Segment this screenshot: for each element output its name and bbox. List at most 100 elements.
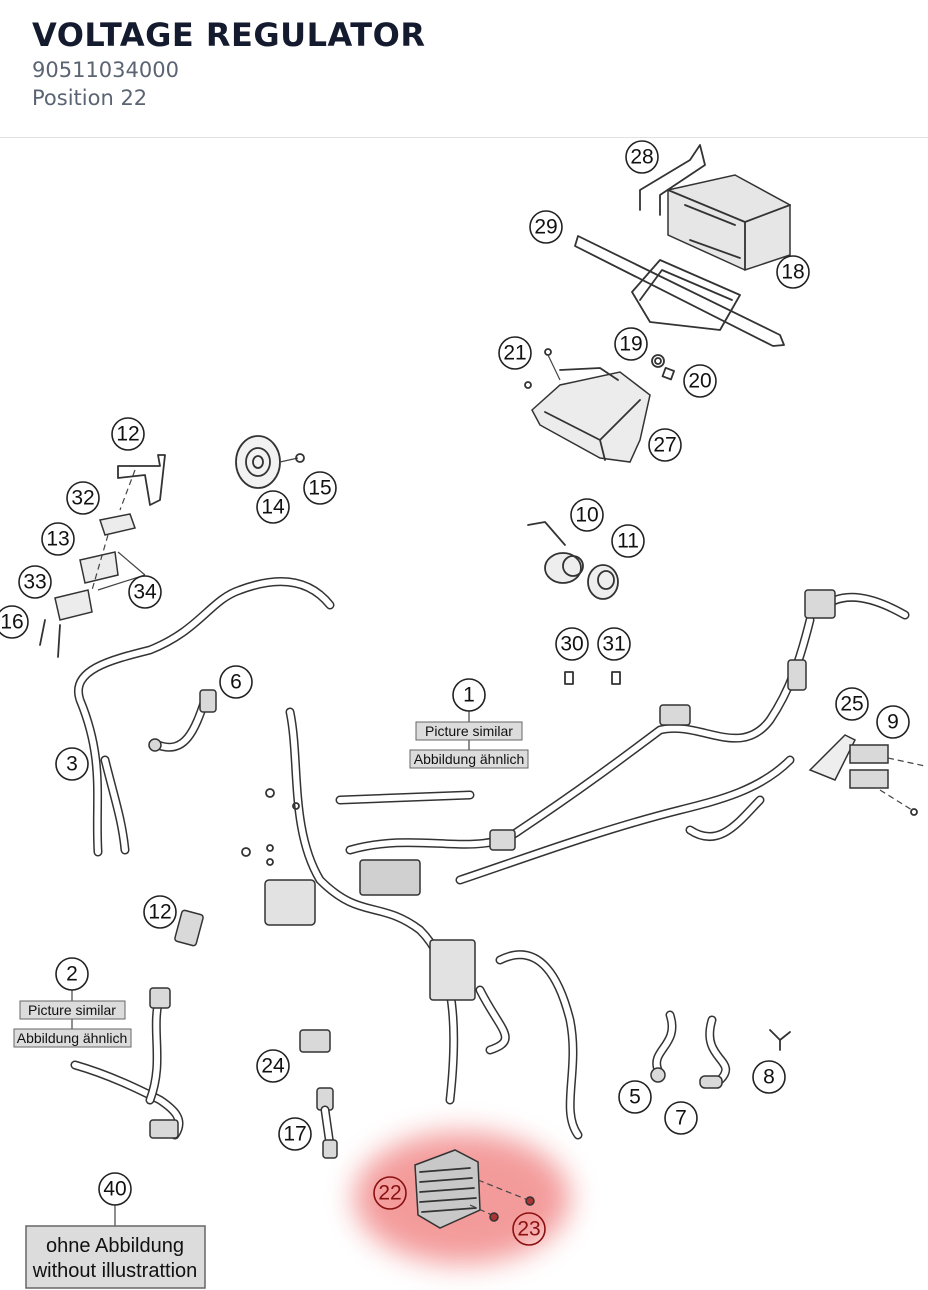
callout-33[interactable]: 33 <box>18 565 52 599</box>
svg-text:7: 7 <box>675 1107 687 1130</box>
callout-30[interactable]: 30 <box>555 627 589 661</box>
svg-text:25: 25 <box>840 693 863 716</box>
svg-text:20: 20 <box>688 370 711 393</box>
clip-8-illustration <box>769 1029 791 1051</box>
voltage-regulator-illustration <box>414 1149 535 1229</box>
callout-28[interactable]: 28 <box>625 140 659 174</box>
bracket-illustration <box>39 454 166 658</box>
connector-12-illustration <box>174 909 204 947</box>
horn-illustration <box>235 435 305 489</box>
callout-5[interactable]: 5 <box>618 1080 652 1114</box>
svg-text:24: 24 <box>261 1055 285 1078</box>
svg-text:21: 21 <box>503 342 526 365</box>
callout-22[interactable]: 22 <box>373 1176 407 1210</box>
callout-19[interactable]: 19 <box>614 327 648 361</box>
callout-29[interactable]: 29 <box>529 210 563 244</box>
note-abbildung-aehnlich-1: Abbildung ähnlich <box>409 749 529 769</box>
note-abbildung-aehnlich-2: Abbildung ähnlich <box>13 1028 132 1048</box>
svg-text:12: 12 <box>116 423 139 446</box>
part-number: 90511034000 <box>32 58 179 82</box>
note-picture-similar-2: Picture similar <box>19 1000 126 1020</box>
svg-text:3: 3 <box>66 753 78 776</box>
callout-14[interactable]: 14 <box>256 490 290 524</box>
callout-18[interactable]: 18 <box>776 255 810 289</box>
callout-13[interactable]: 13 <box>41 522 75 556</box>
callout-12-bottom[interactable]: 12 <box>143 895 177 929</box>
battery-holder-illustration <box>574 235 785 347</box>
callout-21[interactable]: 21 <box>498 336 532 370</box>
svg-text:34: 34 <box>133 581 157 604</box>
svg-text:13: 13 <box>46 528 69 551</box>
relay-24-illustration <box>299 1029 331 1053</box>
callout-31[interactable]: 31 <box>597 627 631 661</box>
svg-text:5: 5 <box>629 1086 641 1109</box>
callout-10[interactable]: 10 <box>570 498 604 532</box>
svg-text:28: 28 <box>630 146 653 169</box>
svg-text:16: 16 <box>0 611 23 634</box>
callout-3[interactable]: 3 <box>55 747 89 781</box>
callout-40[interactable]: 40 <box>98 1172 132 1206</box>
svg-text:Picture similar: Picture similar <box>28 1002 116 1018</box>
svg-text:11: 11 <box>617 530 639 553</box>
svg-text:8: 8 <box>763 1066 775 1089</box>
svg-text:6: 6 <box>230 671 242 694</box>
svg-text:Abbildung ähnlich: Abbildung ähnlich <box>414 751 525 767</box>
sensor-6-illustration <box>148 689 217 752</box>
svg-text:23: 23 <box>517 1218 540 1241</box>
callout-9[interactable]: 9 <box>876 705 910 739</box>
callout-34[interactable]: 34 <box>128 575 162 609</box>
cable-3-illustration <box>74 577 335 857</box>
svg-text:ohne Abbildung: ohne Abbildung <box>46 1235 184 1257</box>
callout-12-top[interactable]: 12 <box>111 417 145 451</box>
svg-text:14: 14 <box>261 496 285 519</box>
svg-text:19: 19 <box>619 333 642 356</box>
svg-text:2: 2 <box>66 963 78 986</box>
svg-text:10: 10 <box>575 504 598 527</box>
connector-17-illustration <box>316 1087 338 1159</box>
callout-25[interactable]: 25 <box>835 687 869 721</box>
svg-text:27: 27 <box>653 434 676 457</box>
callout-6[interactable]: 6 <box>219 665 253 699</box>
svg-text:12: 12 <box>148 901 171 924</box>
svg-text:29: 29 <box>534 216 557 239</box>
svg-text:17: 17 <box>283 1123 306 1146</box>
svg-text:30: 30 <box>560 633 583 656</box>
fuse-31-illustration <box>611 671 621 685</box>
callout-20[interactable]: 20 <box>683 364 717 398</box>
callout-7[interactable]: 7 <box>664 1101 698 1135</box>
callout-11[interactable]: 11 <box>611 524 645 558</box>
svg-text:33: 33 <box>23 571 46 594</box>
fuse-30-illustration <box>564 671 574 685</box>
callout-17[interactable]: 17 <box>278 1117 312 1151</box>
callout-24[interactable]: 24 <box>256 1049 290 1083</box>
note-without-illustration: ohne Abbildung without illustrattion <box>25 1225 206 1289</box>
svg-text:40: 40 <box>103 1178 126 1201</box>
relay-bracket-illustration <box>808 734 926 816</box>
callout-32[interactable]: 32 <box>66 481 100 515</box>
parts-diagram[interactable]: 28 29 18 21 19 20 27 12 32 13 33 16 34 1… <box>0 138 928 1290</box>
svg-text:without illustrattion: without illustrattion <box>32 1260 198 1282</box>
svg-text:Picture similar: Picture similar <box>425 723 513 739</box>
callout-16[interactable]: 16 <box>0 605 29 639</box>
callout-8[interactable]: 8 <box>752 1060 786 1094</box>
svg-text:32: 32 <box>71 487 94 510</box>
callout-23[interactable]: 23 <box>512 1212 546 1246</box>
page-title: VOLTAGE REGULATOR <box>32 16 426 54</box>
sensor-5-illustration <box>650 1010 677 1083</box>
svg-text:Abbildung ähnlich: Abbildung ähnlich <box>17 1030 128 1046</box>
callout-15[interactable]: 15 <box>303 471 337 505</box>
svg-text:9: 9 <box>887 711 899 734</box>
callout-1[interactable]: 1 <box>452 678 486 712</box>
socket-illustration <box>527 521 619 600</box>
svg-text:15: 15 <box>308 477 331 500</box>
position-label: Position 22 <box>32 86 148 110</box>
svg-text:18: 18 <box>781 261 804 284</box>
battery-illustration <box>639 144 791 271</box>
header: VOLTAGE REGULATOR 90511034000 Position 2… <box>0 0 928 138</box>
callout-27[interactable]: 27 <box>648 428 682 462</box>
svg-text:31: 31 <box>602 633 625 656</box>
callout-2[interactable]: 2 <box>55 957 89 991</box>
main-wiring-harness-illustration <box>241 589 910 1140</box>
note-picture-similar-1: Picture similar <box>415 721 523 741</box>
svg-text:22: 22 <box>378 1182 401 1205</box>
